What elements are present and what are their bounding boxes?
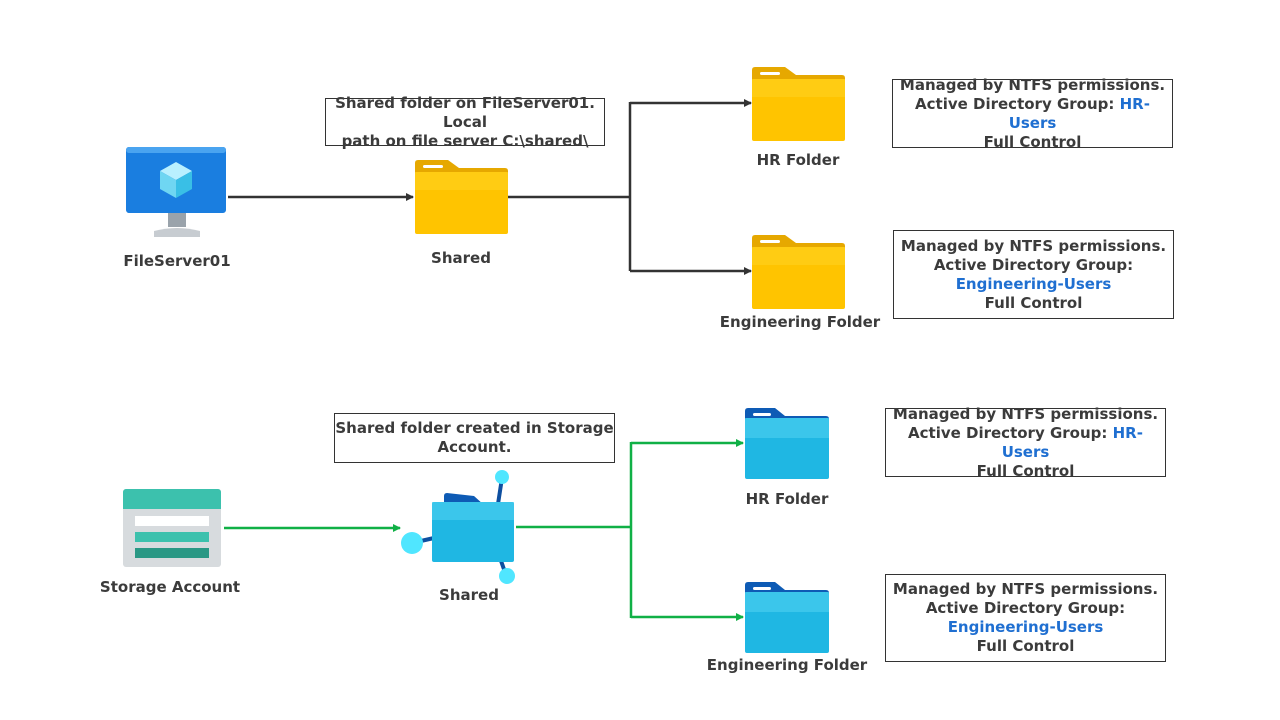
folder-yellow-icon: [415, 160, 508, 234]
ad-group-name: Engineering-Users: [947, 618, 1104, 636]
note-line: Active Directory Group: HR-Users: [886, 424, 1165, 462]
engineering-permissions-note: Managed by NTFS permissions. Active Dire…: [893, 230, 1174, 319]
note-line: Active Directory Group:: [925, 599, 1126, 617]
folder-blue-icon: [745, 582, 829, 653]
hr-permissions-note: Managed by NTFS permissions. Active Dire…: [885, 404, 1166, 480]
note-line: Full Control: [976, 461, 1075, 480]
shared-folder-note: Shared folder on FileServer01. Local pat…: [325, 94, 605, 150]
hr-permissions-note: Managed by NTFS permissions. Active Dire…: [892, 75, 1173, 151]
shared-label: Shared: [439, 586, 499, 604]
server-label: FileServer01: [123, 252, 231, 270]
engineering-folder-label: Engineering Folder: [719, 313, 881, 331]
note-line: Active Directory Group:: [933, 255, 1134, 274]
note-line: Account.: [437, 438, 512, 456]
folder-yellow-icon: [752, 67, 845, 141]
note-line: Managed by NTFS permissions.: [892, 404, 1159, 423]
folder-yellow-icon: [752, 235, 845, 309]
note-line: Active Directory Group: HR-Users: [893, 95, 1172, 133]
note-line: Managed by NTFS permissions.: [892, 580, 1159, 598]
ad-group-name: Engineering-Users: [955, 274, 1112, 293]
monitor-vm-icon: [126, 147, 228, 241]
folder-blue-icon: [745, 408, 829, 479]
note-line: Shared folder created in Storage: [335, 419, 614, 437]
shared-folder-note: Shared folder created in Storage Account…: [334, 413, 615, 463]
hr-folder-label: HR Folder: [756, 151, 840, 169]
note-line: Managed by NTFS permissions.: [899, 75, 1166, 94]
engineering-folder-label: Engineering Folder: [706, 656, 868, 674]
storage-account-label: Storage Account: [99, 578, 241, 596]
ad-group-name: HR-Users: [1001, 423, 1143, 461]
note-line: Shared folder on FileServer01. Local: [335, 93, 595, 131]
file-share-icon: [398, 468, 522, 586]
note-line: Full Control: [983, 132, 1082, 151]
storage-account-icon: [123, 489, 221, 567]
note-line-prefix: Active Directory Group:: [908, 423, 1113, 442]
note-line: Full Control: [976, 637, 1075, 655]
ad-group-name: HR-Users: [1008, 94, 1150, 132]
note-line: Full Control: [984, 293, 1083, 312]
hr-folder-label: HR Folder: [745, 490, 829, 508]
note-line: Managed by NTFS permissions.: [900, 236, 1167, 255]
shared-label: Shared: [431, 249, 491, 267]
note-line: path on file server C:\shared\: [341, 131, 589, 150]
engineering-permissions-note: Managed by NTFS permissions. Active Dire…: [885, 574, 1166, 662]
note-line-prefix: Active Directory Group:: [915, 94, 1120, 113]
